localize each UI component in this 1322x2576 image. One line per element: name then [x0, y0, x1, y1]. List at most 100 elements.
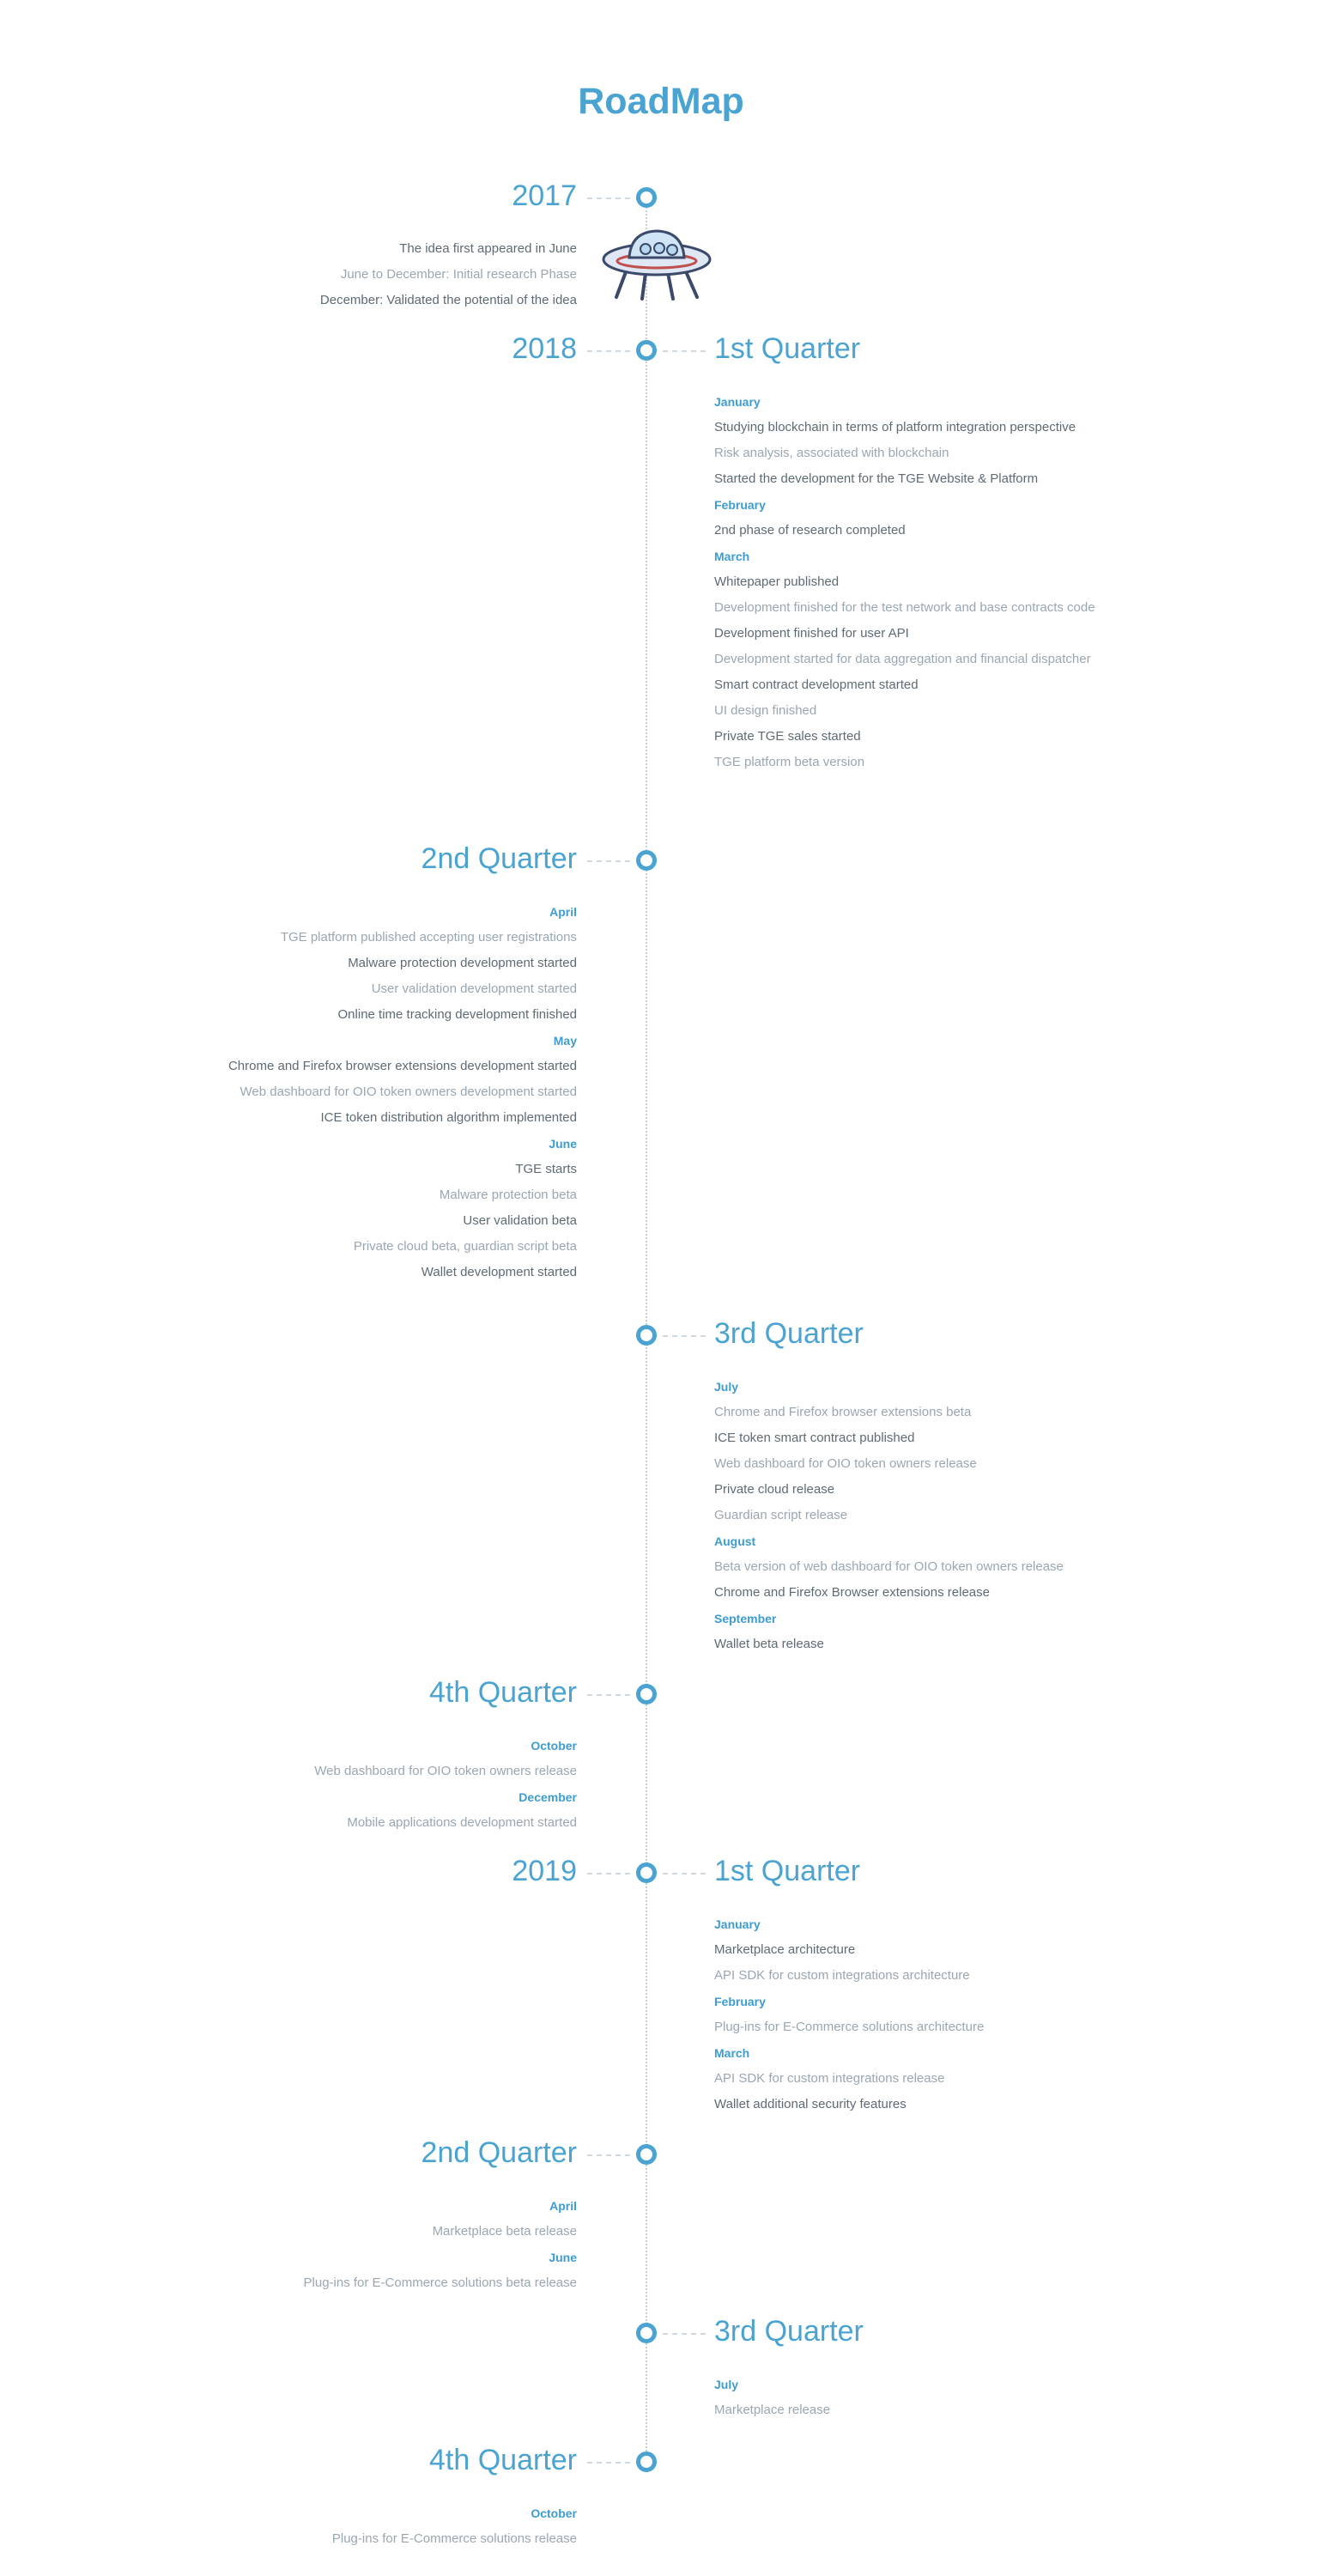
connector-2019-q3	[663, 2333, 706, 2335]
list-item: Beta version of web dashboard for OIO to…	[714, 1559, 1064, 1574]
list-item: Wallet development started	[421, 1265, 577, 1279]
list-2018-q1: January Studying blockchain in terms of …	[714, 392, 1143, 778]
month-label: September	[714, 1612, 777, 1625]
list-item: Development finished for the test networ…	[714, 600, 1095, 615]
month-label: August	[714, 1534, 756, 1548]
list-item: 2nd phase of research completed	[714, 523, 906, 538]
list-2019-q2: April Marketplace beta release June Plug…	[103, 2196, 577, 2299]
list-item: Started the development for the TGE Webs…	[714, 471, 1039, 486]
list-item: The idea first appeared in June	[399, 241, 577, 256]
heading-2019-q1: 1st Quarter	[714, 1855, 861, 1887]
list-2018-q2: April TGE platform published accepting u…	[103, 902, 577, 1288]
list-2019-q3: July Marketplace release	[714, 2374, 1143, 2426]
month-label: December	[518, 1790, 577, 1804]
list-item: UI design finished	[714, 703, 817, 718]
month-label: January	[714, 1917, 761, 1931]
month-label: April	[549, 905, 577, 919]
list-item: API SDK for custom integrations architec…	[714, 1968, 970, 1983]
list-item: Wallet beta release	[714, 1637, 824, 1651]
timeline-node-2018-q4	[636, 1684, 657, 1704]
list-item: Marketplace architecture	[714, 1942, 856, 1957]
list-item: Chrome and Firefox Browser extensions re…	[714, 1585, 990, 1600]
list-item: Plug-ins for E-Commerce solutions archit…	[714, 2020, 985, 2034]
timeline-node-2019-q4	[636, 2451, 657, 2472]
list-item: Private TGE sales started	[714, 729, 861, 744]
list-2018-q4: October Web dashboard for OIO token owne…	[103, 1735, 577, 1838]
connector-2019-year	[587, 1873, 630, 1874]
list-item: Private cloud release	[714, 1482, 835, 1497]
list-item: Online time tracking development finishe…	[337, 1007, 577, 1022]
month-label: February	[714, 498, 766, 512]
timeline-node-2017	[636, 187, 657, 208]
list-item: Studying blockchain in terms of platform…	[714, 420, 1076, 434]
month-label: October	[531, 2506, 577, 2520]
month-label: June	[549, 1137, 577, 1151]
list-2018-q3: July Chrome and Firefox browser extensio…	[714, 1376, 1143, 1660]
list-item: Chrome and Firefox browser extensions de…	[227, 1059, 577, 1073]
heading-2018-q3: 3rd Quarter	[714, 1317, 864, 1350]
heading-2018-q2: 2nd Quarter	[421, 842, 577, 875]
heading-2019-q3: 3rd Quarter	[714, 2315, 864, 2348]
heading-2018-q4: 4th Quarter	[429, 1676, 577, 1709]
page-title: RoadMap	[578, 81, 744, 122]
list-item: ICE token distribution algorithm impleme…	[320, 1110, 577, 1125]
list-2017: The idea first appeared in June June to …	[103, 239, 577, 316]
list-item: Risk analysis, associated with blockchai…	[714, 446, 949, 460]
timeline-node-2019-q1	[636, 1862, 657, 1883]
list-item: Chrome and Firefox browser extensions be…	[714, 1405, 972, 1419]
timeline-node-2019-q2	[636, 2144, 657, 2165]
timeline-node-2018-q2	[636, 850, 657, 871]
month-label: April	[549, 2199, 577, 2213]
month-label: June	[549, 2251, 577, 2264]
list-item: Web dashboard for OIO token owners relea…	[314, 1764, 577, 1778]
list-item: TGE platform beta version	[714, 755, 865, 769]
connector-2017	[587, 197, 630, 199]
month-label: July	[714, 1380, 739, 1394]
list-item: TGE platform published accepting user re…	[280, 930, 577, 945]
month-label: February	[714, 1995, 766, 2008]
connector-2019-q4	[587, 2462, 630, 2464]
list-item: TGE starts	[515, 1162, 577, 1176]
list-item: Wallet additional security features	[714, 2097, 907, 2111]
connector-2019-q2	[587, 2154, 630, 2156]
list-item: ICE token smart contract published	[714, 1431, 915, 1445]
month-label: July	[714, 2378, 739, 2391]
list-item: User validation development started	[371, 981, 577, 996]
list-item: Malware protection beta	[439, 1188, 577, 1202]
list-item: Marketplace release	[714, 2403, 831, 2417]
list-item: Guardian script release	[714, 1508, 848, 1522]
list-item: Web dashboard for OIO token owners relea…	[714, 1456, 977, 1471]
month-label: March	[714, 2046, 750, 2060]
list-item: Development finished for user API	[714, 626, 909, 641]
list-item: Mobile applications development started	[347, 1815, 577, 1830]
list-2019-q1: January Marketplace architecture API SDK…	[714, 1914, 1143, 2120]
heading-2017: 2017	[512, 179, 577, 212]
month-label: May	[553, 1034, 577, 1048]
connector-2019-q1	[663, 1873, 706, 1874]
ufo-illustration	[601, 225, 713, 307]
list-2019-q4: October Plug-ins for E-Commerce solution…	[103, 2503, 577, 2555]
connector-2018-year	[587, 350, 630, 352]
list-item: User validation beta	[463, 1213, 577, 1228]
list-item: June to December: Initial research Phase	[340, 267, 577, 282]
list-item: Web dashboard for OIO token owners devel…	[240, 1084, 577, 1099]
list-item: Whitepaper published	[714, 574, 840, 589]
month-label: October	[531, 1739, 577, 1753]
timeline-node-2018-q1	[636, 340, 657, 361]
list-item: Plug-ins for E-Commerce solutions releas…	[331, 2531, 577, 2546]
heading-2019-q2: 2nd Quarter	[421, 2136, 577, 2169]
year-label-2018: 2018	[512, 332, 577, 365]
list-item: Development started for data aggregation…	[714, 652, 1091, 666]
connector-2018-q4	[587, 1694, 630, 1696]
list-item: API SDK for custom integrations release	[714, 2071, 945, 2086]
year-label-2019: 2019	[512, 1855, 577, 1887]
month-label: January	[714, 395, 761, 409]
list-item: Smart contract development started	[714, 677, 919, 692]
list-item: December: Validated the potential of the…	[319, 293, 577, 307]
list-item: Malware protection development started	[348, 956, 577, 970]
connector-2018-q3	[663, 1335, 706, 1337]
heading-2018-q1: 1st Quarter	[714, 332, 861, 365]
heading-2019-q4: 4th Quarter	[429, 2444, 577, 2476]
list-item: Private cloud beta, guardian script beta	[353, 1239, 577, 1254]
timeline-node-2018-q3	[636, 1325, 657, 1346]
